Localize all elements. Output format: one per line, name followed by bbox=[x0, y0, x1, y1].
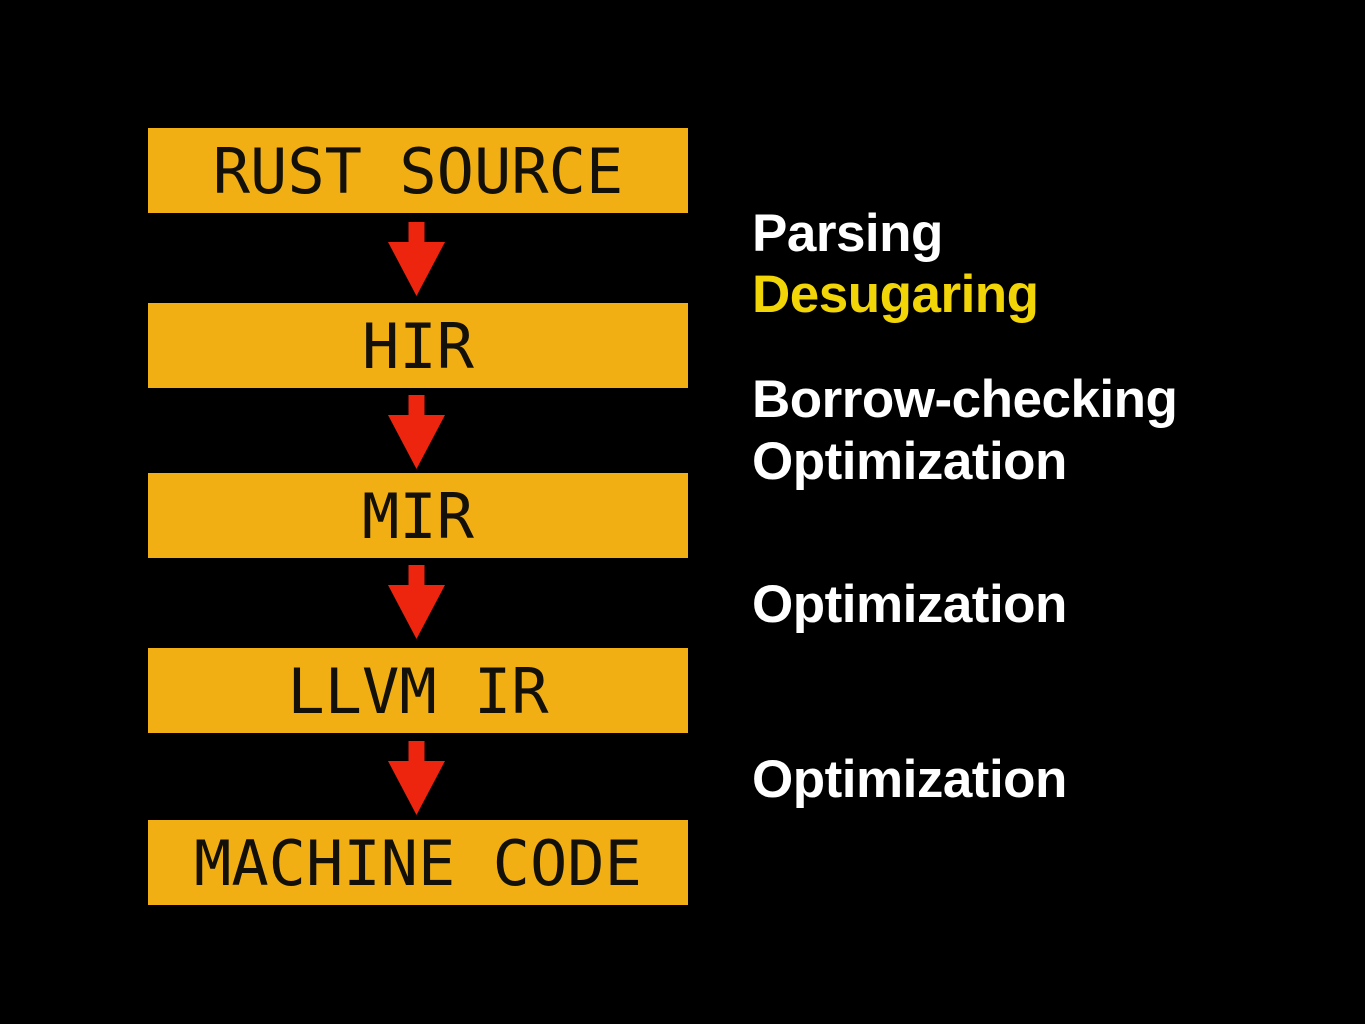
stage-label-hir: HIR bbox=[362, 310, 474, 383]
annotation-borrow-checking: Borrow-checking bbox=[752, 370, 1178, 429]
annotation-optimization-llvm-machine: Optimization bbox=[752, 750, 1067, 809]
stage-label-machine-code: MACHINE CODE bbox=[194, 827, 642, 900]
annotation-desugaring: Desugaring bbox=[752, 265, 1039, 324]
stage-box-mir: MIR bbox=[148, 473, 688, 558]
stage-label-llvm-ir: LLVM IR bbox=[287, 655, 549, 728]
stage-label-mir: MIR bbox=[362, 480, 474, 553]
down-arrow-glyph bbox=[388, 741, 445, 815]
stage-box-rust-source: RUST SOURCE bbox=[148, 128, 688, 213]
down-arrow-icon bbox=[388, 741, 445, 815]
annotation-optimization-hir-mir: Optimization bbox=[752, 432, 1067, 491]
down-arrow-icon bbox=[388, 395, 445, 469]
down-arrow-glyph bbox=[388, 565, 445, 639]
stage-label-rust-source: RUST SOURCE bbox=[212, 135, 624, 208]
down-arrow-glyph bbox=[388, 222, 445, 296]
down-arrow-icon bbox=[388, 565, 445, 639]
down-arrow-glyph bbox=[388, 395, 445, 469]
down-arrow-icon bbox=[388, 222, 445, 296]
annotation-parsing: Parsing bbox=[752, 204, 943, 263]
annotation-optimization-mir-llvm: Optimization bbox=[752, 575, 1067, 634]
stage-box-hir: HIR bbox=[148, 303, 688, 388]
stage-box-machine-code: MACHINE CODE bbox=[148, 820, 688, 905]
stage-box-llvm-ir: LLVM IR bbox=[148, 648, 688, 733]
